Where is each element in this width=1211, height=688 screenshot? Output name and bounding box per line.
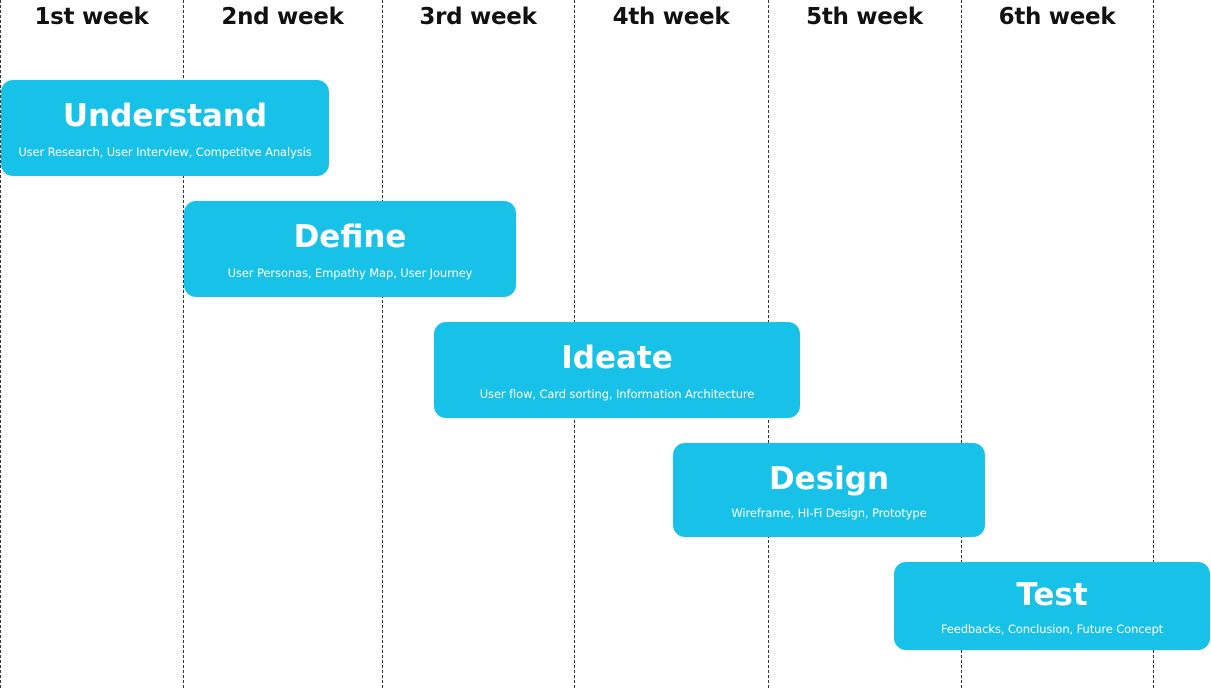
phase-subtitle: User Personas, Empathy Map, User Journey: [227, 266, 473, 280]
phase-card-understand: Understand User Research, User Interview…: [1, 80, 329, 176]
phase-card-define: Define User Personas, Empathy Map, User …: [184, 201, 516, 297]
phase-title: Ideate: [561, 340, 673, 376]
week-label-1: 1st week: [34, 4, 149, 30]
week-divider: [0, 0, 1, 688]
phase-title: Define: [293, 219, 407, 255]
phase-title: Understand: [62, 98, 268, 134]
week-label-4: 4th week: [612, 4, 730, 30]
phase-title: Test: [1016, 577, 1088, 613]
phase-subtitle: User Research, User Interview, Competitv…: [18, 145, 312, 159]
week-divider: [382, 0, 383, 688]
week-divider: [183, 0, 184, 688]
week-label-2: 2nd week: [221, 4, 344, 30]
week-label-3: 3rd week: [419, 4, 537, 30]
week-divider: [961, 0, 962, 688]
phase-subtitle: User flow, Card sorting, Information Arc…: [479, 387, 755, 401]
phase-card-design: Design Wireframe, HI-Fi Design, Prototyp…: [673, 443, 985, 537]
phase-subtitle: Feedbacks, Conclusion, Future Concept: [940, 622, 1164, 636]
week-label-6: 6th week: [998, 4, 1116, 30]
phase-title: Design: [768, 461, 890, 497]
week-label-5: 5th week: [806, 4, 923, 30]
phase-card-test: Test Feedbacks, Conclusion, Future Conce…: [894, 562, 1210, 650]
phase-card-ideate: Ideate User flow, Card sorting, Informat…: [434, 322, 800, 418]
week-divider: [1153, 0, 1154, 688]
phase-subtitle: Wireframe, HI-Fi Design, Prototype: [731, 506, 927, 520]
